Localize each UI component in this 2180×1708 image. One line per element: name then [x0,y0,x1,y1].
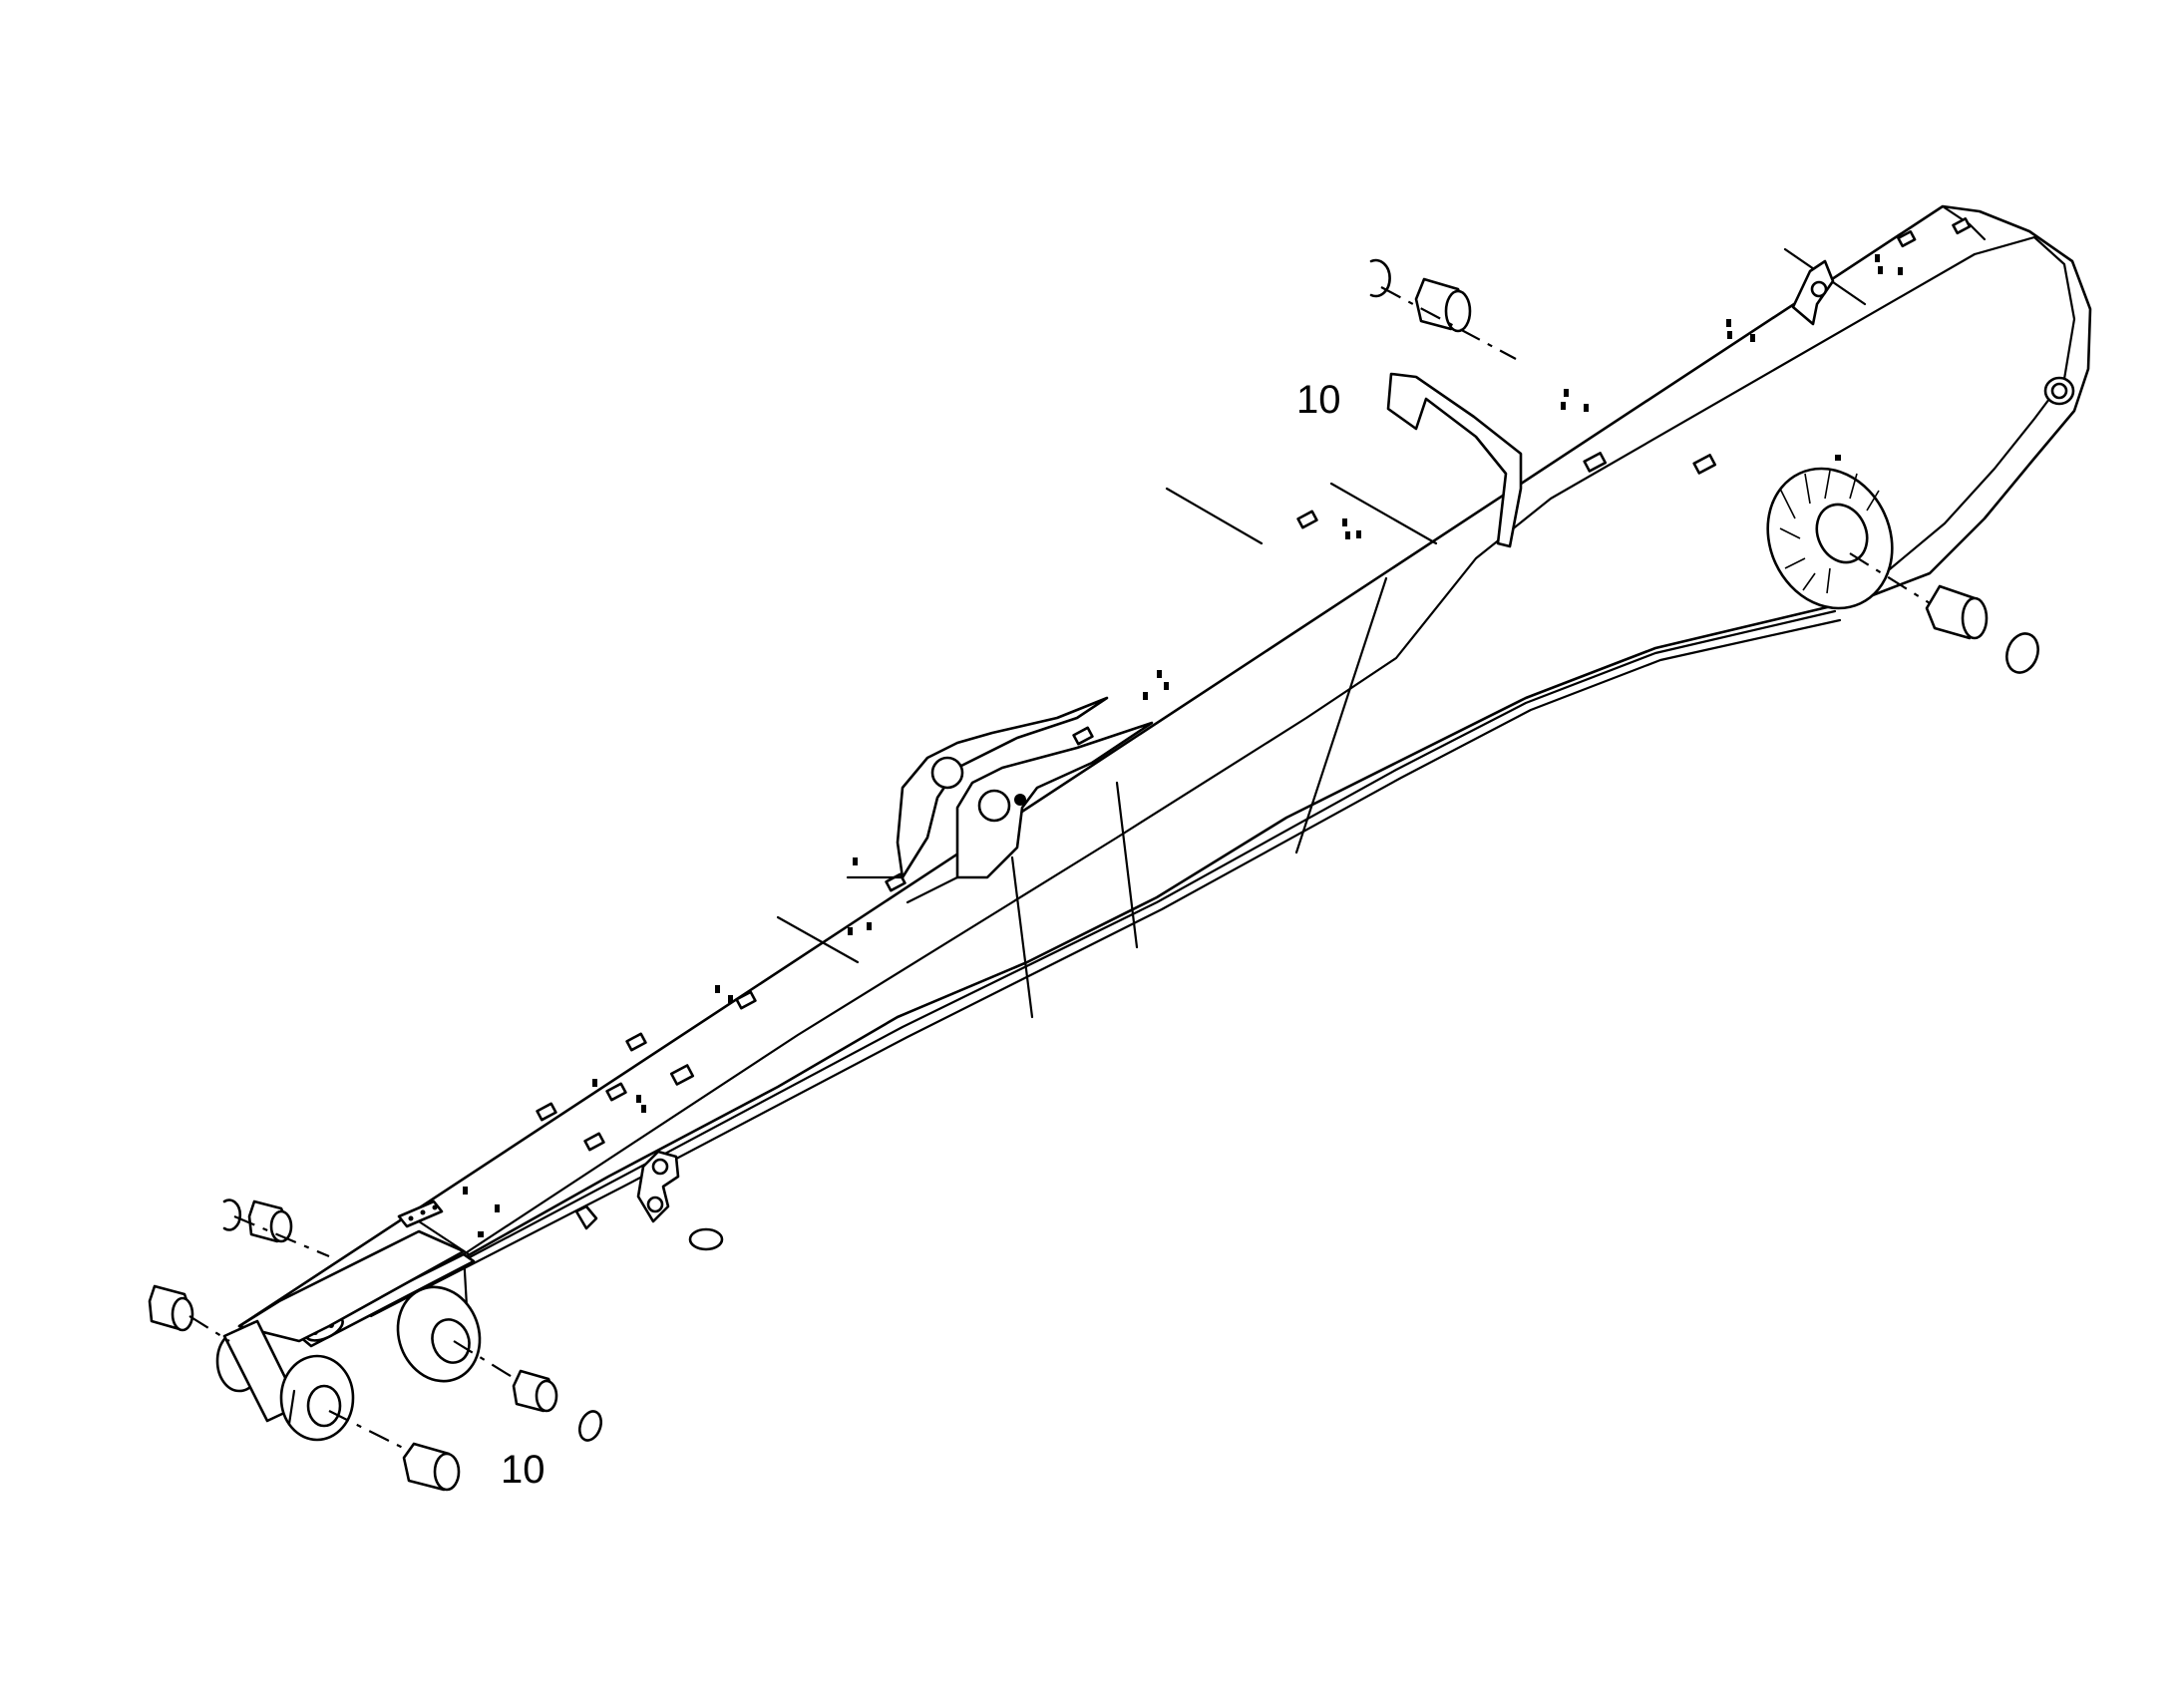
boom-body [215,204,2092,1442]
left-bushing-top [247,1199,293,1243]
left-snap-ring [222,1198,242,1231]
boom-foot-boss [1766,467,1894,610]
axis-line-center [453,1340,520,1382]
upper-bushing [1414,277,1472,333]
center-snap-ring [577,1410,603,1442]
cylinder-bracket [846,696,1154,904]
center-bushing [512,1369,558,1413]
callout-upper: 10 [1296,378,1341,422]
foot-snap-ring [2005,632,2039,674]
axis-line-left [233,1214,330,1258]
arm-end [215,1199,482,1442]
upper-snap-ring [1369,258,1391,298]
bottom-bushing [402,1442,461,1492]
callout-lower: 10 [501,1448,545,1492]
axis-line-left-bottom [188,1315,230,1342]
axis-line-bottom [328,1410,420,1457]
left-bushing-bottom [148,1284,194,1332]
axis-line-foot [1849,552,1931,604]
axis-line-upper [1380,286,1517,360]
upper-end-lug [1791,259,2075,406]
small-bracket [574,1150,724,1251]
foot-bushing [1925,584,1989,640]
hose-clamp [1386,372,1523,548]
